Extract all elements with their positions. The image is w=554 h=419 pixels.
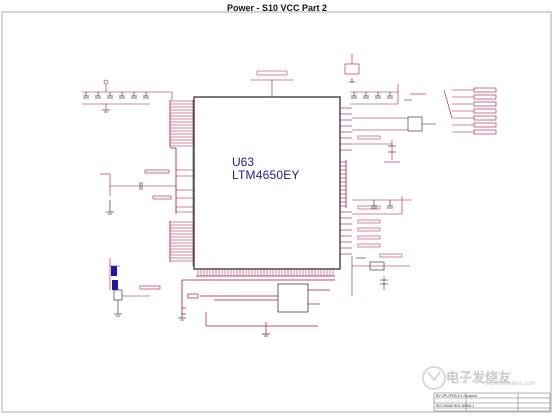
main-ic-symbol [192,96,341,270]
left-filter-circuit [100,169,176,215]
watermark-brand: 电子发烧友 [446,371,512,386]
ic-bottom-bus [181,275,335,318]
watermark-url: www.elecfans.com [486,381,536,387]
main-ic-part-number: LTM4650EY [232,168,300,182]
title-block [433,392,551,412]
ic-left-bus [169,100,177,262]
right-resistor-group [352,116,436,163]
title-block-line-1: RV CPU PCB & 1.0 Layout [436,394,477,398]
top-net-label [250,70,294,97]
watermark-logo-icon [422,366,446,390]
sheet-border [1,11,552,413]
bottom-sub-ic [187,283,330,337]
left-mosfet-circuit [109,258,161,317]
top-left-capacitor-bank [82,79,173,113]
ic-bottom-pins [197,269,334,276]
sheet-title: Power - S10 VCC Part 2 [226,3,328,13]
bottom-left-ground [178,307,186,321]
right-connector-nets [443,87,497,135]
mid-right-net-labels [357,135,403,258]
ic-right-pins [340,107,352,255]
main-ic-refdes: U63 [232,155,255,169]
title-block-line-2: IEG-X4040 HOL 3000A.1 [436,404,475,408]
ic-left-pins [170,100,194,262]
right-vcc-capacitors [352,196,412,215]
top-right-capacitor-bank [344,54,426,105]
bottom-right-circuit [351,256,410,296]
